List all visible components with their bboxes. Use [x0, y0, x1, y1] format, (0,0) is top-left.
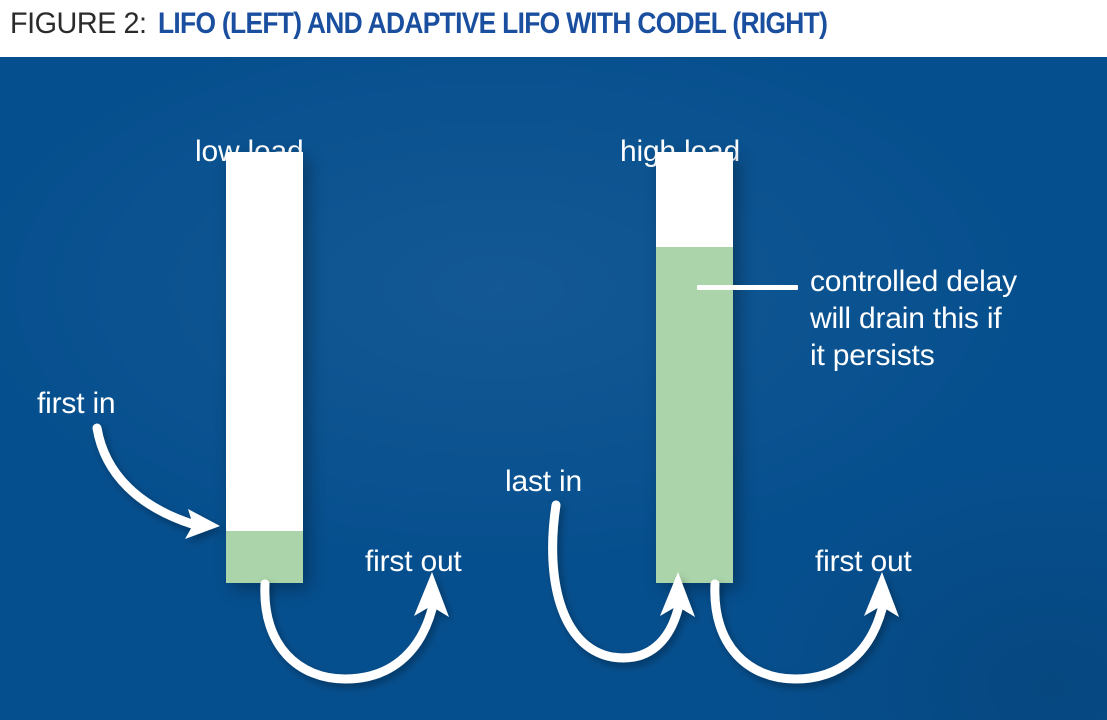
figure-caption: FIGURE 2: LIFO (LEFT) AND ADAPTIVE LIFO W… — [10, 4, 1100, 48]
codel-annotation-line-3: it persists — [810, 339, 935, 372]
left-first-in-label: first in — [37, 387, 116, 420]
curved-arrow-down-right-icon — [92, 423, 220, 539]
codel-annotation: controlled delay will drain this if it p… — [810, 263, 1090, 374]
curved-arrow-u-turn-up-icon-left — [260, 572, 449, 684]
curved-arrow-u-turn-up-icon-right — [710, 572, 899, 684]
leader-line-icon — [697, 285, 798, 290]
right-queue-fill — [656, 246, 733, 583]
panel-shading — [0, 57, 1107, 720]
codel-annotation-line-2: will drain this if — [810, 302, 1002, 335]
right-last-in-label: last in — [505, 465, 582, 498]
left-first-out-label: first out — [365, 545, 462, 578]
right-first-out-label: first out — [815, 545, 912, 578]
arrow-layer — [92, 423, 899, 684]
figure-panel: low load first in first out high load co… — [0, 57, 1107, 720]
figure-caption-prefix: FIGURE 2: — [10, 7, 147, 40]
left-queue-fill — [226, 531, 303, 583]
left-queue-bar — [226, 152, 303, 583]
right-queue-bar — [656, 152, 733, 583]
codel-annotation-line-1: controlled delay — [810, 265, 1017, 298]
figure-caption-main: LIFO (LEFT) AND ADAPTIVE LIFO WITH CODEL… — [158, 7, 828, 40]
